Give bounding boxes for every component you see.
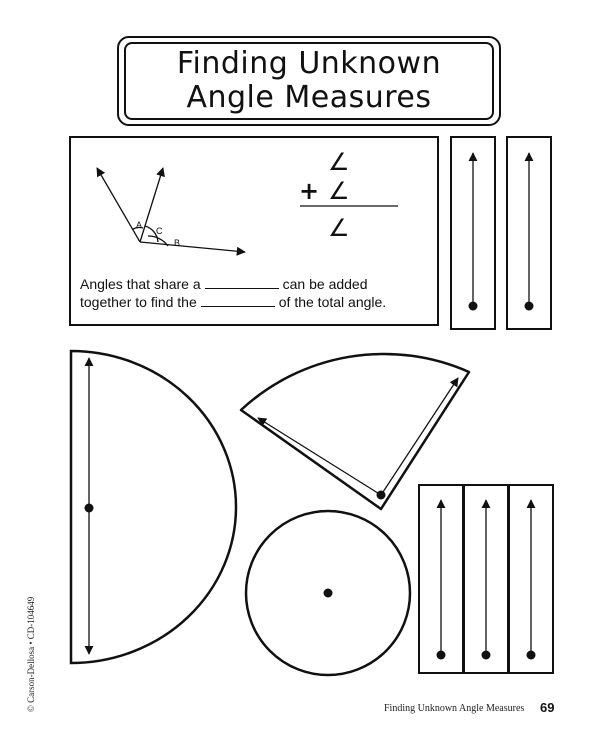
circle-protractor xyxy=(244,509,412,677)
strip-rays-bottom xyxy=(436,499,536,660)
ray-strip-5 xyxy=(508,484,554,674)
angle-symbol-1: ∠ xyxy=(328,148,350,176)
ray-c xyxy=(139,167,165,243)
angle-addition-panel xyxy=(69,136,439,326)
semicircle-protractor xyxy=(69,349,238,665)
blank-1 xyxy=(204,276,279,289)
arc-c xyxy=(144,225,159,243)
title-banner-outer xyxy=(117,36,501,126)
angle-diagram xyxy=(96,167,246,256)
ray-b xyxy=(139,241,246,256)
plus-sign: + xyxy=(299,177,319,205)
label-a: A xyxy=(136,220,142,230)
title-banner: Finding Unknown Angle Measures xyxy=(124,42,494,120)
copyright-credit: © Carson-Dellosa • CD-104649 xyxy=(26,596,36,712)
sentence-2-end: of the total angle. xyxy=(278,294,387,310)
label-b: B xyxy=(174,238,180,248)
page-number: 69 xyxy=(540,700,555,715)
title-line-2: Angle Measures xyxy=(186,80,432,115)
sentence-2-start: together to find the xyxy=(80,294,197,310)
sentence-1-start: Angles that share a xyxy=(80,276,201,292)
angle-symbol-3: ∠ xyxy=(328,214,350,242)
ray-strip-1 xyxy=(450,136,496,330)
sector-protractor xyxy=(239,352,471,511)
sentence-line-1: Angles that share a can be added xyxy=(80,276,368,292)
label-c: C xyxy=(156,226,163,236)
strip-rays-top xyxy=(468,152,534,311)
sentence-1-end: can be added xyxy=(282,276,368,292)
angle-symbol-2: ∠ xyxy=(328,177,350,205)
title-line-1: Finding Unknown xyxy=(176,46,442,81)
arc-a xyxy=(132,226,144,230)
arc-b xyxy=(147,235,169,247)
footer-section-title: Finding Unknown Angle Measures xyxy=(384,703,525,714)
ray-strip-2 xyxy=(506,136,552,330)
blank-2 xyxy=(200,294,275,307)
sentence-line-2: together to find the of the total angle. xyxy=(80,294,386,310)
ray-a xyxy=(96,167,141,243)
